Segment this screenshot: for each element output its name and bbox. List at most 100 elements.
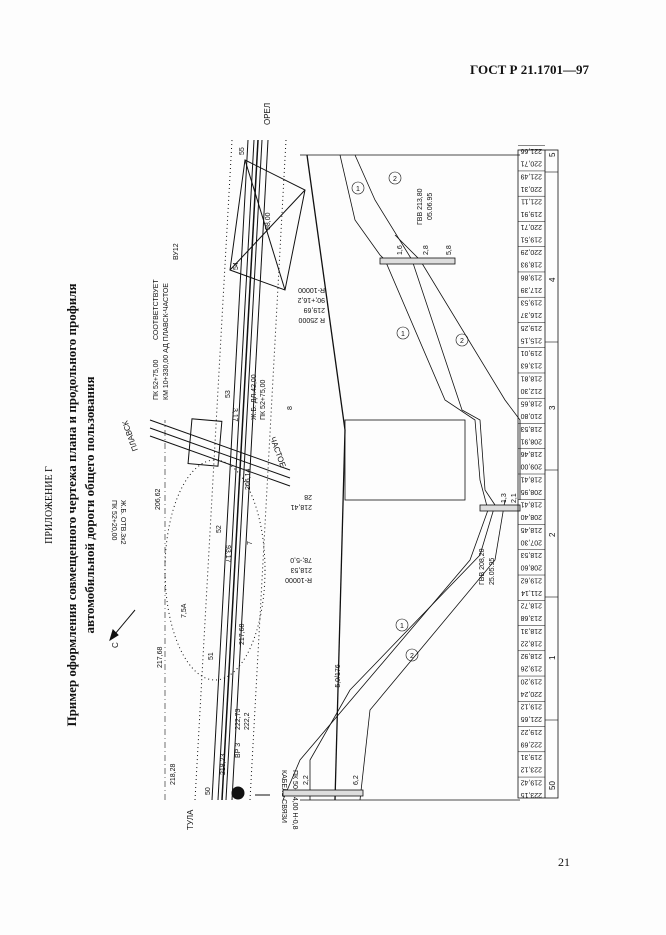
profile-lines bbox=[282, 154, 521, 801]
gw-date-2: 25.05.95 bbox=[489, 558, 496, 585]
town-cross-left: ПЛАВСК bbox=[120, 419, 139, 452]
elevation-value: 219,42 bbox=[520, 778, 542, 785]
elevation-value: 220,31 bbox=[520, 185, 542, 192]
gw-level-1: ГВВ 213,80 bbox=[417, 188, 424, 225]
elevation-value: 219,62 bbox=[520, 576, 542, 583]
elevation-value: 218,22 bbox=[520, 639, 542, 646]
elevation-value: 219,51 bbox=[520, 235, 542, 242]
elevation-value: 213,68 bbox=[520, 614, 542, 621]
layer-2-marker: 2 bbox=[393, 176, 397, 183]
gw-date-1: 05.06.95 bbox=[427, 193, 434, 220]
vc1-r: R-10000 bbox=[298, 286, 325, 293]
elevation-value: 208,95 bbox=[520, 488, 542, 495]
elevation-value: 219,01 bbox=[520, 349, 542, 356]
depth-2-8: 2,8 bbox=[423, 245, 430, 255]
vc2-slope: 78;-5,0 bbox=[290, 556, 312, 563]
depth-2-2: 2,2 bbox=[303, 775, 310, 785]
vc1-slope: 90;+16,2 bbox=[297, 296, 325, 303]
dim-98: 98,00 bbox=[265, 212, 272, 230]
north-label: С bbox=[111, 642, 120, 648]
elevation-value: 218,81 bbox=[520, 374, 542, 381]
curve-28: 28 bbox=[304, 493, 312, 500]
layer-1-marker: 1 bbox=[401, 331, 405, 338]
depth-6-2: 6,2 bbox=[353, 775, 360, 785]
gw-level-2: ГВВ 208,20 bbox=[479, 548, 486, 585]
grade-label: -5,0/176 bbox=[335, 664, 342, 690]
bridge-pk: ПК 52+75,00 bbox=[260, 379, 267, 420]
vc2-elev: 218,53 bbox=[290, 566, 312, 573]
pk-51: 51 bbox=[208, 652, 215, 660]
pk-50: 50 bbox=[205, 787, 212, 795]
pk-53: 53 bbox=[225, 390, 232, 398]
page-number: 21 bbox=[558, 855, 570, 869]
elevation-value: 211,14 bbox=[521, 589, 542, 596]
elevation-value: 209,00 bbox=[520, 463, 542, 470]
elevation-value: 208,91 bbox=[520, 437, 542, 444]
elevation-value: 221,49 bbox=[520, 172, 542, 179]
elevation-value: 223,15 bbox=[520, 791, 542, 798]
elevation-value: 218,93 bbox=[520, 261, 542, 268]
km-mark: 3 bbox=[548, 405, 557, 410]
label-7: 7 bbox=[247, 541, 254, 545]
pk-label: ПК 52+75,00 bbox=[153, 359, 160, 400]
km-mark: 1 bbox=[548, 655, 557, 660]
km-mark: 2 bbox=[548, 532, 557, 537]
title-line-2: автомобильной дороги общего пользования bbox=[82, 376, 97, 633]
vc1-elev: 219,69 bbox=[303, 306, 325, 313]
elevation-value: 220,24 bbox=[520, 690, 542, 697]
appendix-label: ПРИЛОЖЕНИЕ Г bbox=[44, 466, 55, 544]
elevation-value: 215,15 bbox=[520, 336, 542, 343]
pk-54: 54 bbox=[233, 262, 240, 270]
elevation-value: 210,80 bbox=[520, 412, 542, 419]
layer-2-marker: 2 bbox=[460, 338, 464, 345]
km-mark: 5 bbox=[548, 152, 557, 157]
elevation-value: 219,12 bbox=[520, 703, 542, 710]
depth-1-6: 1,6 bbox=[397, 245, 404, 255]
elevation-value: 218,92 bbox=[520, 652, 542, 659]
elev-218-28: 218,28 bbox=[170, 763, 177, 785]
elevation-value: 219,20 bbox=[520, 677, 542, 684]
vc1-r2: R 25000 bbox=[298, 316, 325, 323]
elevation-value: 219,31 bbox=[520, 753, 542, 760]
pipe-label: Ж.Б. ОТВ.3х2 bbox=[119, 500, 126, 545]
elevation-value: 212,30 bbox=[520, 387, 542, 394]
elevation-value: 218,31 bbox=[520, 627, 542, 634]
elev-217-68-left: 217,68 bbox=[157, 646, 164, 668]
cable-label: КАБЕЛЬ СВЯЗИ bbox=[280, 770, 287, 823]
town-end: ОРЕЛ bbox=[263, 103, 272, 125]
elevation-value: 218,46 bbox=[520, 450, 542, 457]
elevation-value: 218,65 bbox=[520, 400, 542, 407]
elevation-value: 220,71 bbox=[520, 223, 542, 230]
elev-222-73: 222,73 bbox=[235, 708, 242, 730]
pipe-pk: ПК 52+20,00 bbox=[110, 500, 117, 541]
label-7-5a: 7,5А bbox=[181, 603, 188, 618]
vc2-r: R-10000 bbox=[285, 576, 312, 583]
elevation-value: 219,22 bbox=[520, 728, 542, 735]
elevation-value: 219,53 bbox=[520, 299, 542, 306]
elevation-value: 208,40 bbox=[520, 513, 542, 520]
layer-1-marker: 1 bbox=[400, 623, 404, 630]
elev-218-23: 218,23 bbox=[220, 753, 227, 775]
elevation-value: 218,41 bbox=[520, 475, 542, 482]
elevation-value: 219,86 bbox=[520, 273, 542, 280]
elevation-value: 213,63 bbox=[520, 362, 542, 369]
depth-5-8: 5,8 bbox=[446, 245, 453, 255]
elevation-value: 218,72 bbox=[520, 602, 542, 609]
pk-55: 55 bbox=[239, 147, 246, 155]
elev-217-68-right: 217,68 bbox=[239, 623, 246, 645]
pk-50-label: ПК 50+14,00 Н-0,8 bbox=[291, 770, 298, 830]
layer-1-marker: 1 bbox=[356, 186, 360, 193]
elevation-value: 218,53 bbox=[520, 425, 542, 432]
title-block: ПРИЛОЖЕНИЕ Г Пример оформления совмещенн… bbox=[44, 283, 97, 726]
dist-3-17: 3,17 bbox=[231, 408, 238, 422]
elev-206-62: 206,62 bbox=[155, 488, 162, 510]
depth-2-1: 2,1 bbox=[511, 493, 518, 503]
km-label: КМ 10+330,00 АД ПЛАВСК-ЧАСТОЕ bbox=[163, 283, 170, 400]
elevation-value: 219,26 bbox=[520, 665, 542, 672]
title-line-1: Пример оформления совмещенного чертежа п… bbox=[64, 283, 79, 726]
elevation-value: 218,45 bbox=[520, 526, 542, 533]
elev-222-2: 222,2 bbox=[244, 712, 251, 730]
profile-labels: R-10000 90;+16,2 219,69 R 25000 78;-5,0 … bbox=[285, 171, 518, 785]
